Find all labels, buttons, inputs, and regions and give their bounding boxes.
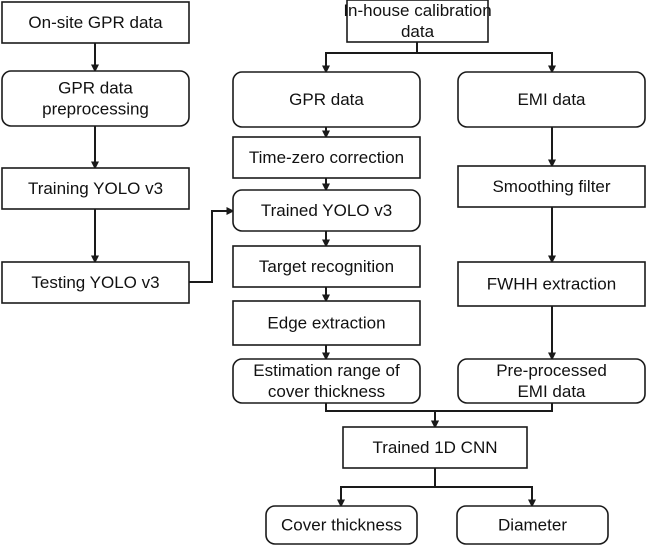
node-label: FWHH extraction	[487, 275, 616, 294]
node-est_range: Estimation range of cover thickness	[232, 358, 421, 404]
node-label: Pre-processed	[496, 361, 607, 380]
node-label: cover thickness	[268, 382, 385, 401]
node-label: Smoothing filter	[492, 177, 610, 196]
edge-cnn-to-diameter	[434, 468, 536, 508]
node-box	[457, 71, 646, 128]
node-box	[232, 358, 421, 404]
node-box	[1, 70, 190, 127]
node-onsite: On-site GPR data	[1, 1, 190, 44]
node-label: EMI data	[517, 382, 586, 401]
edge-test_yolo-to-trained_yolo	[189, 207, 235, 283]
node-gpr_pre: GPR data preprocessing	[1, 70, 190, 127]
edge-pre_emi-to-cnn	[431, 403, 553, 429]
node-label: On-site GPR data	[28, 13, 163, 32]
node-box	[457, 358, 646, 404]
node-label: GPR data	[58, 79, 133, 98]
node-label: Testing YOLO v3	[31, 273, 159, 292]
node-trained_yolo: Trained YOLO v3	[232, 189, 421, 232]
node-box	[265, 505, 418, 545]
node-box	[232, 189, 421, 232]
node-box	[457, 165, 646, 208]
node-box	[456, 505, 609, 545]
node-edge: Edge extraction	[232, 300, 421, 346]
node-train_yolo: Training YOLO v3	[1, 167, 190, 210]
node-label: In-house calibration	[343, 1, 491, 20]
node-diameter: Diameter	[456, 505, 609, 545]
node-box	[232, 136, 421, 179]
edges	[91, 42, 556, 508]
node-test_yolo: Testing YOLO v3	[1, 261, 190, 304]
node-label: Cover thickness	[281, 516, 402, 535]
node-label: Diameter	[498, 516, 567, 535]
node-cnn: Trained 1D CNN	[342, 426, 528, 469]
node-label: Trained YOLO v3	[261, 201, 392, 220]
node-label: Edge extraction	[267, 314, 385, 333]
node-fwhh: FWHH extraction	[457, 261, 646, 307]
node-label: Trained 1D CNN	[372, 438, 497, 457]
node-box	[232, 245, 421, 288]
node-box	[457, 261, 646, 307]
node-label: preprocessing	[42, 100, 149, 119]
node-calib: In-house calibration data	[343, 0, 492, 43]
node-target: Target recognition	[232, 245, 421, 288]
edge-cnn-to-cover	[337, 468, 436, 508]
edge-est_range-to-cnn	[325, 403, 439, 429]
node-tzero: Time-zero correction	[232, 136, 421, 179]
node-label: Estimation range of	[253, 361, 400, 380]
node-box	[346, 0, 489, 43]
node-label: Target recognition	[259, 257, 394, 276]
node-box	[342, 426, 528, 469]
node-emi_data: EMI data	[457, 71, 646, 128]
node-gpr_data: GPR data	[232, 71, 421, 128]
node-label: Training YOLO v3	[28, 179, 163, 198]
node-label: EMI data	[517, 90, 586, 109]
node-smooth: Smoothing filter	[457, 165, 646, 208]
edge-calib-to-gpr_data	[322, 42, 418, 74]
node-cover: Cover thickness	[265, 505, 418, 545]
node-box	[1, 167, 190, 210]
node-label: Time-zero correction	[249, 148, 404, 167]
node-box	[232, 71, 421, 128]
node-box	[232, 300, 421, 346]
node-box	[1, 1, 190, 44]
edge-calib-to-emi_data	[416, 42, 556, 74]
node-label: GPR data	[289, 90, 364, 109]
node-box	[1, 261, 190, 304]
node-label: data	[401, 22, 435, 41]
